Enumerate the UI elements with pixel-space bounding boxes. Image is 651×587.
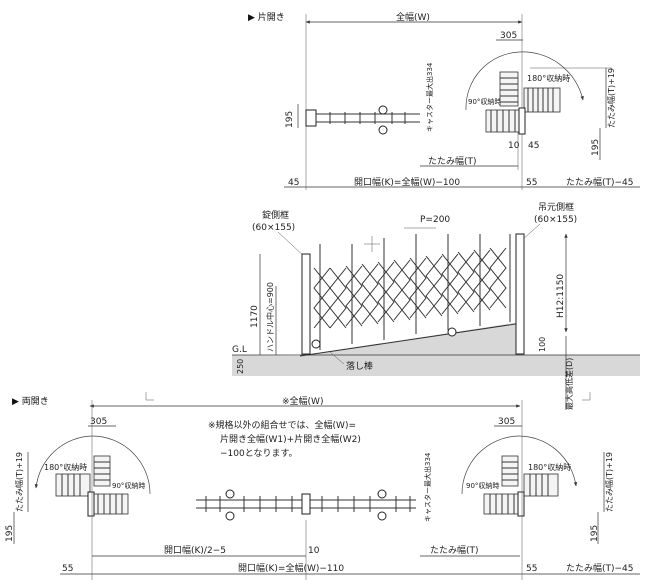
double-dim-55-right: 55 bbox=[526, 564, 537, 574]
double-swing-plan: ▶ 両開き ※全幅(W) ※規格以外の組合せでは、全幅(W)= 片開き全幅(W1… bbox=[5, 395, 640, 580]
double-left-side: 305 180°収納時 90°収納時 たたみ幅(T)+19 bbox=[5, 417, 151, 544]
slope-line bbox=[299, 322, 523, 357]
h1170: 1170 bbox=[250, 305, 260, 328]
max-height-diff: 最大高低差(D) bbox=[564, 358, 574, 410]
double-extended-gates bbox=[196, 489, 416, 521]
corner-mark-left bbox=[145, 392, 154, 401]
hinge-frame-size: (60×155) bbox=[534, 215, 577, 225]
fold-width-t45: たたみ幅(T)−45 bbox=[566, 176, 634, 188]
hinge-frame-label: 吊元側框 bbox=[538, 201, 574, 213]
drop-bar: 落し棒 bbox=[346, 360, 373, 372]
h-range: H12:1150 bbox=[556, 274, 566, 318]
hinge-post-elev bbox=[515, 233, 525, 355]
right-dim-195: 195 bbox=[590, 525, 600, 542]
folded-panel-closed bbox=[485, 109, 523, 133]
lock-post bbox=[301, 253, 311, 355]
double-fold-t45: たたみ幅(T)−45 bbox=[566, 562, 634, 574]
left-stored-180: 180°収納時 bbox=[44, 462, 87, 472]
double-dim-10: 10 bbox=[308, 546, 320, 556]
double-full-width: ※全幅(W) bbox=[282, 395, 323, 407]
fold-width-t: たたみ幅(T) bbox=[428, 155, 477, 167]
dim-45-inner: 45 bbox=[528, 141, 539, 151]
fold-width-t19: たたみ幅(T)+19 bbox=[606, 68, 616, 128]
extended-gate-plan bbox=[305, 105, 420, 135]
note-line3: −100となります。 bbox=[220, 448, 298, 459]
stored-90-label: 90°収納時 bbox=[468, 97, 501, 106]
full-width-label: 全幅(W) bbox=[396, 11, 430, 23]
gl-label: G.L bbox=[232, 345, 247, 355]
opening-width: 開口幅(K)=全幅(W)−100 bbox=[354, 176, 460, 188]
corner-mark-right bbox=[582, 392, 591, 401]
hinge-post bbox=[518, 107, 526, 135]
dim-55: 55 bbox=[526, 178, 537, 188]
right-dim-305: 305 bbox=[498, 417, 515, 427]
single-swing-plan: ▶ 片開き 全幅(W) 305 180°収納時 90°収納時 bbox=[248, 11, 640, 190]
dim-100: 100 bbox=[538, 337, 547, 352]
hinge-frame-leader bbox=[521, 223, 541, 241]
left-dim-305: 305 bbox=[90, 417, 107, 427]
lock-frame-leader bbox=[277, 231, 307, 259]
right-stored-90: 90°収納時 bbox=[466, 481, 499, 490]
lock-frame-label: 錠側框 bbox=[262, 209, 289, 221]
double-dim-55-left: 55 bbox=[62, 564, 73, 574]
left-fold-t19: たたみ幅(T)+19 bbox=[14, 452, 24, 512]
dim-305: 305 bbox=[500, 31, 517, 41]
double-right-side: 305 180°収納時 90°収納時 たたみ幅(T)+19 bbox=[461, 417, 614, 544]
stored-180-label: 180°収納時 bbox=[527, 73, 570, 83]
pitch-label: P=200 bbox=[420, 215, 450, 225]
right-fold-t19: たたみ幅(T)+19 bbox=[604, 452, 614, 512]
dim-195-right: 195 bbox=[591, 139, 601, 156]
ground-fill bbox=[232, 322, 640, 376]
note-line1: ※規格以外の組合せでは、全幅(W)= bbox=[208, 419, 356, 431]
double-header: ▶ 両開き bbox=[12, 396, 49, 407]
single-header: ▶ 片開き bbox=[248, 11, 285, 23]
double-opening-width: 開口幅(K)=全幅(W)−110 bbox=[238, 562, 344, 574]
double-fold-t: たたみ幅(T) bbox=[430, 544, 479, 556]
folded-panel-180 bbox=[523, 87, 561, 113]
right-stored-180: 180°収納時 bbox=[528, 462, 571, 472]
note-line2: 片開き全幅(W1)+片開き全幅(W2) bbox=[220, 433, 361, 445]
swing-arc-right bbox=[518, 51, 584, 101]
double-caster-max: キャスター最大出334 bbox=[423, 452, 432, 522]
half-opening: 開口幅(K)/2−5 bbox=[164, 544, 226, 556]
gate-elevation: 錠側框 (60×155) P=200 吊元側框 (60×155) bbox=[145, 201, 640, 410]
drop-bar-leader bbox=[329, 351, 345, 365]
caster-max-label: キャスター最大出334 bbox=[425, 62, 434, 132]
dim-10: 10 bbox=[508, 141, 520, 151]
dim-195-left: 195 bbox=[285, 111, 295, 128]
lock-frame-size: (60×155) bbox=[252, 223, 295, 233]
left-dim-195: 195 bbox=[5, 525, 15, 542]
dim-250: 250 bbox=[236, 359, 245, 374]
swing-arc-left bbox=[465, 51, 520, 111]
folded-panel-90 bbox=[499, 71, 519, 107]
left-stored-90: 90°収納時 bbox=[112, 481, 145, 490]
lattice-panel bbox=[311, 234, 511, 350]
dim-45-left: 45 bbox=[288, 178, 299, 188]
handle-center: ハンドル中心=900 bbox=[265, 282, 275, 352]
